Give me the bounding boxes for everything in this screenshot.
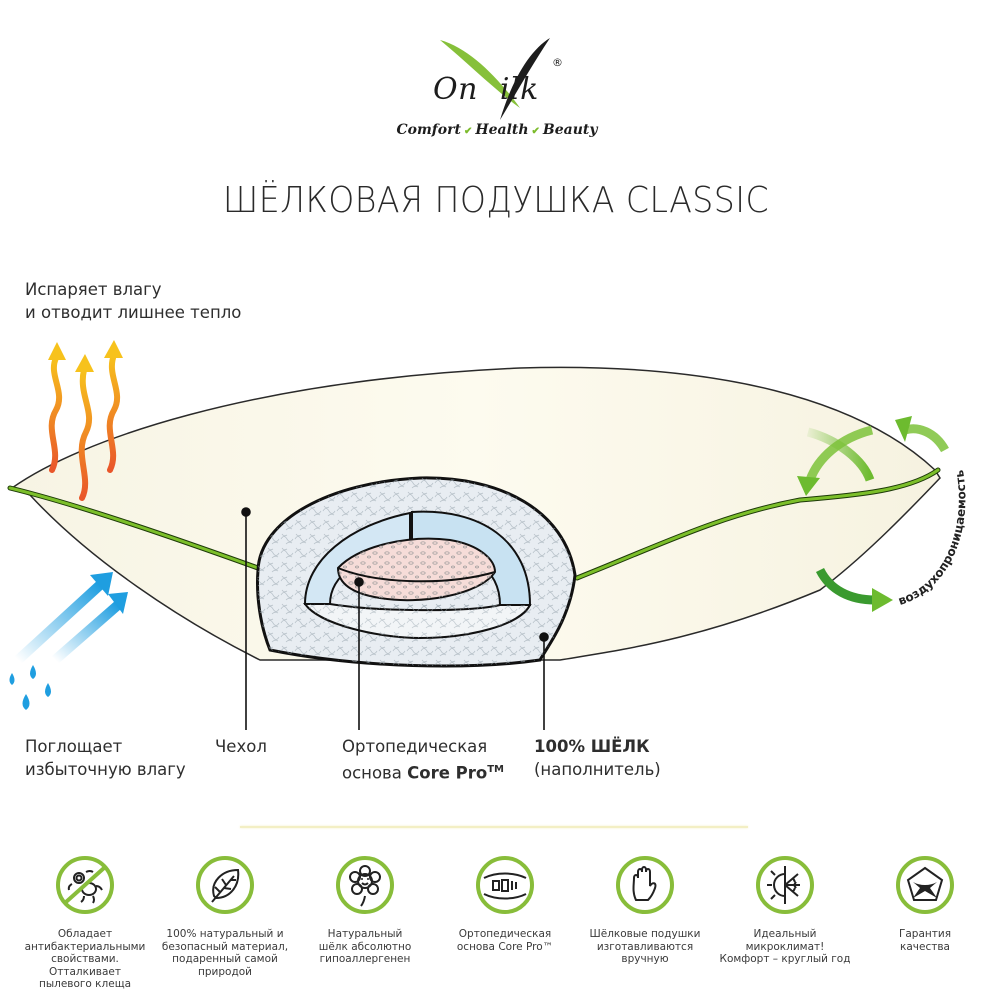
feature-item: Ортопедическая основа Core Pro™ [435, 856, 575, 953]
sun-snowflake-icon [756, 856, 814, 914]
leader-lines [241, 507, 549, 730]
check-icon: ✔ [531, 126, 540, 137]
air-flow-arrows-icon [797, 416, 949, 612]
features-row: Обладает антибактериальными свойствами. … [0, 856, 992, 996]
quality-mark-icon [896, 856, 954, 914]
hand-icon [616, 856, 674, 914]
pillow-diagram: воздухопроницаемость [7, 340, 968, 730]
absorption-label: Поглощает избыточную влагу [25, 737, 186, 779]
check-icon: ✔ [463, 126, 473, 137]
pillow-cross-section [256, 476, 577, 668]
flower-icon [336, 856, 394, 914]
divider [240, 826, 748, 828]
water-drops-icon [9, 665, 51, 710]
feature-item: Обладает антибактериальными свойствами. … [15, 856, 155, 991]
cover-label: Чехол [215, 737, 267, 756]
feature-item: 100% натуральный и безопасный материал, … [155, 856, 295, 978]
page-title: ШЁЛКОВАЯ ПОДУШКА CLASSIC [222, 180, 770, 221]
moisture-arrows-icon [14, 572, 128, 664]
core-pro-icon [476, 856, 534, 914]
feature-item: Идеальный микроклимат! Комфорт – круглый… [715, 856, 855, 966]
registered-mark: ® [552, 56, 563, 69]
feature-item: Натуральный шёлк абсолютно гипоаллергене… [295, 856, 435, 966]
filler-label: 100% ШЁЛК (наполнитель) [534, 737, 661, 779]
heat-arrowheads [48, 340, 123, 372]
feature-item: Гарантия качества [855, 856, 992, 953]
core-label: Ортопедическая основа Core ProTM [342, 737, 505, 783]
leaf-swoosh-icon [440, 38, 550, 120]
leaf-icon [196, 856, 254, 914]
no-mite-icon [56, 856, 114, 914]
brand-tagline: Comfort✔Health✔Beauty [396, 122, 598, 138]
heat-arrows-icon [48, 352, 121, 501]
evaporation-label: Испаряет влагу и отводит лишнее тепло [25, 280, 242, 322]
feature-item: Шёлковые подушки изготавливаются вручную [575, 856, 715, 966]
